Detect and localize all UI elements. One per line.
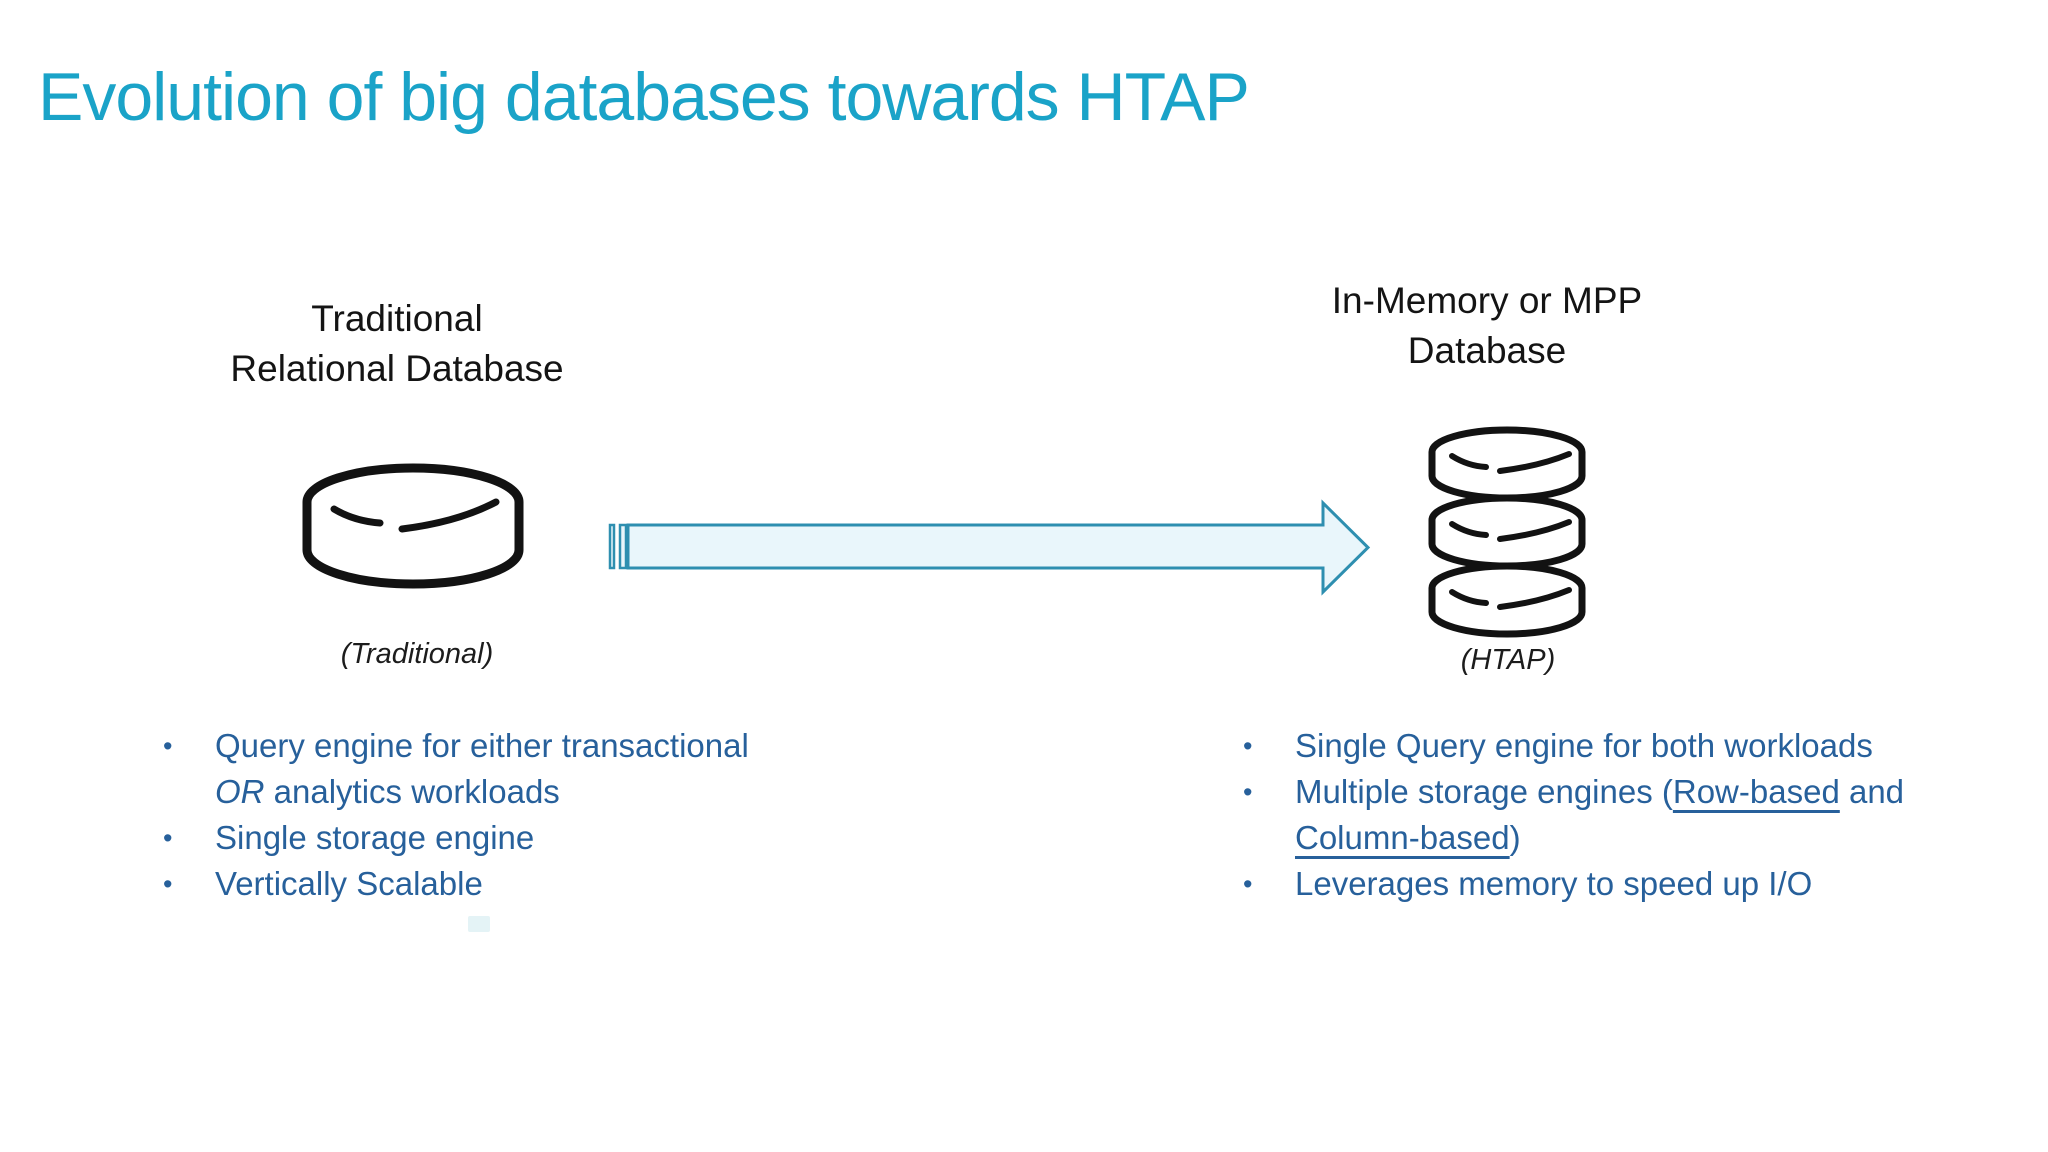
- right-heading-line1: In-Memory or MPP: [1331, 280, 1643, 321]
- bullet-text-segment: Leverages memory to speed up I/O: [1295, 865, 1813, 902]
- bullet-text: Vertically Scalable: [215, 861, 820, 907]
- right-icon-caption: (HTAP): [1460, 644, 1556, 676]
- single-cylinder-database-icon: [298, 460, 528, 597]
- bullet-text-segment: Query engine for either transactional: [215, 727, 749, 764]
- left-column-heading: Traditional Relational Database: [147, 294, 647, 394]
- page-title: Evolution of big databases towards HTAP: [38, 59, 1250, 135]
- bullet-icon: •: [1243, 731, 1253, 761]
- bullet-text-segment: Row-based: [1672, 773, 1840, 810]
- bullet-text-segment: Multiple storage engines (: [1295, 773, 1673, 810]
- list-item: • Multiple storage engines (Row-based and…: [1240, 769, 1960, 861]
- list-item: • Single storage engine: [160, 815, 820, 861]
- triple-cylinder-database-icon: [1424, 420, 1590, 643]
- bullet-text: Single Query engine for both workloads: [1295, 723, 1960, 769]
- bullet-icon: •: [1243, 869, 1253, 899]
- bullet-text: Leverages memory to speed up I/O: [1295, 861, 1960, 907]
- bullet-text: Single storage engine: [215, 815, 820, 861]
- list-item: • Single Query engine for both workloads: [1240, 723, 1960, 769]
- bullet-text-segment: Single storage engine: [215, 819, 535, 856]
- bullet-text-segment: and: [1839, 773, 1905, 810]
- bullet-icon: •: [1243, 777, 1253, 807]
- bullet-icon: •: [163, 869, 173, 899]
- artifact-speck: [468, 916, 490, 932]
- bullet-text-segment: Column-based: [1295, 819, 1510, 856]
- right-column-heading: In-Memory or MPP Database: [1237, 276, 1737, 376]
- list-item: • Leverages memory to speed up I/O: [1240, 861, 1960, 907]
- bullet-icon: •: [163, 731, 173, 761]
- right-heading-line2: Database: [1407, 330, 1567, 371]
- right-bullet-list: •Single Query engine for both workloads•…: [1240, 723, 1960, 907]
- bullet-icon: •: [163, 823, 173, 853]
- bullet-text-segment: OR: [215, 773, 265, 810]
- left-icon-caption: (Traditional): [340, 638, 494, 670]
- striped-right-arrow-icon: [608, 498, 1374, 605]
- bullet-text-segment: Vertically Scalable: [215, 865, 483, 902]
- bullet-text-segment: Single Query engine for both workloads: [1295, 727, 1873, 764]
- left-heading-line2: Relational Database: [230, 348, 564, 389]
- list-item: • Vertically Scalable: [160, 861, 820, 907]
- bullet-text-segment: ): [1509, 819, 1521, 856]
- left-heading-line1: Traditional: [311, 298, 483, 339]
- bullet-text-segment: analytics workloads: [264, 773, 560, 810]
